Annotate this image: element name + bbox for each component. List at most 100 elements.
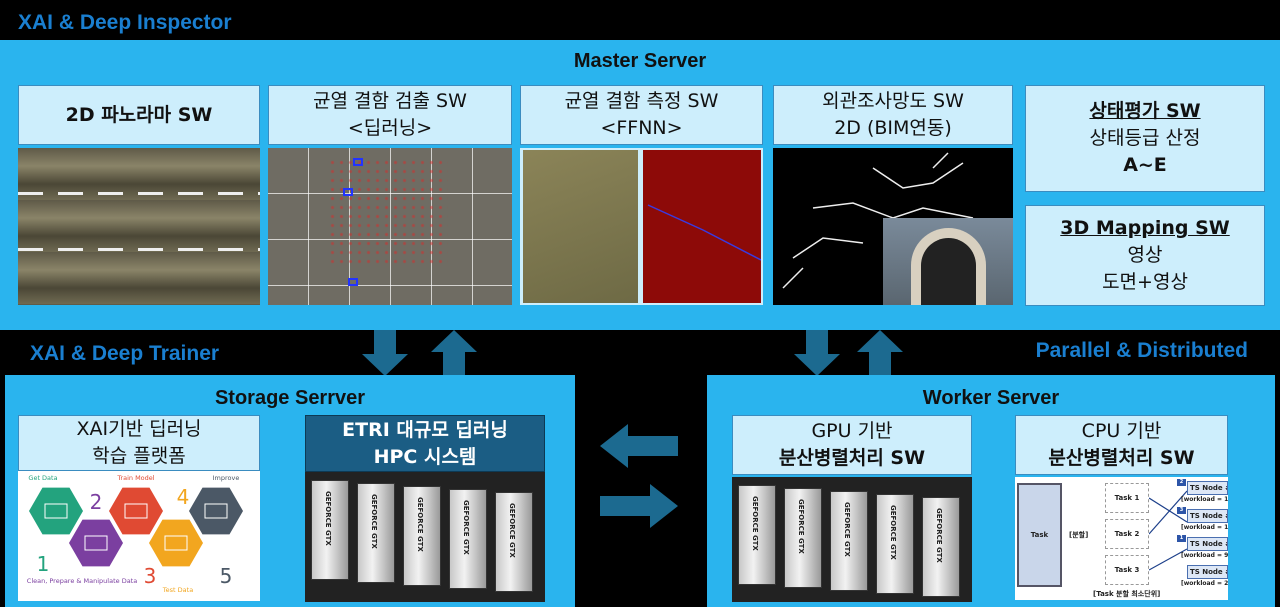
gpu-worker-image: GEFORCE GTX GEFORCE GTX GEFORCE GTX GEFORCE… bbox=[732, 477, 972, 602]
crack-measure-label: 균열 결함 측정 SW bbox=[564, 90, 719, 112]
pipeline-hexagon bbox=[109, 487, 163, 535]
trainer-section-label: XAI & Deep Trainer bbox=[30, 342, 220, 365]
xai-platform-label: XAI기반 딥러닝 bbox=[76, 418, 202, 440]
gpu-brand-label: GEFORCE GTX bbox=[508, 503, 516, 558]
3d-mapping-video: 영상 bbox=[1127, 244, 1163, 266]
storage-worker-arrows bbox=[600, 424, 678, 528]
gpu-parallel-sub: 분산병렬처리 SW bbox=[778, 447, 926, 469]
gpu-brand-label: GEFORCE GTX bbox=[935, 508, 943, 563]
parallel-section-label: Parallel & Distributed bbox=[1035, 339, 1248, 362]
inspector-section-label: XAI & Deep Inspector bbox=[18, 11, 232, 34]
storage-server-title: Storage Serrver bbox=[214, 387, 366, 409]
3d-mapping-title: 3D Mapping SW bbox=[1060, 217, 1230, 239]
pipeline-step-number: 5 bbox=[220, 564, 233, 588]
worker-master-arrows bbox=[794, 330, 903, 376]
crack-detection-image bbox=[268, 148, 512, 305]
gpu-card: GEFORCE GTX bbox=[784, 488, 822, 588]
task-split-diagram: Task [분할] Task 1 Task 2 Task 3 [Task 분할 … bbox=[1015, 477, 1228, 600]
panorama-image bbox=[18, 148, 260, 305]
condition-grade-text: 상태등급 산정 bbox=[1089, 127, 1201, 149]
crack-measure-sw-box: 균열 결함 측정 SW <FFNN> bbox=[520, 85, 763, 145]
ts-node: TS Node #1 bbox=[1187, 537, 1228, 551]
gpu-brand-label: GEFORCE GTX bbox=[416, 497, 424, 552]
subtask-2: Task 2 bbox=[1105, 519, 1149, 549]
monitor-icon bbox=[84, 535, 108, 551]
3d-mapping-drawing-video: 도면+영상 bbox=[1102, 271, 1188, 293]
crack-detection-label: 균열 결함 검출 SW bbox=[313, 90, 467, 112]
subtask-3: Task 3 bbox=[1105, 555, 1149, 585]
node-workload: [workload = 115.0] bbox=[1181, 524, 1228, 531]
pipeline-step-number: 3 bbox=[144, 564, 157, 588]
gpu-brand-label: GEFORCE GTX bbox=[889, 505, 897, 560]
pipeline-step-label: Test Data bbox=[162, 586, 193, 594]
arrow-up-icon bbox=[857, 330, 903, 376]
gpu-brand-label: GEFORCE GTX bbox=[462, 500, 470, 555]
master-server-panel: Master Server 2D 파노라마 SW 균열 결함 검출 SW <딥러닝… bbox=[0, 40, 1280, 330]
storage-master-arrows bbox=[362, 330, 477, 376]
arrow-down-icon bbox=[794, 330, 840, 376]
crack-detection-sw-box: 균열 결함 검출 SW <딥러닝> bbox=[268, 85, 512, 145]
pipeline-hexagon bbox=[29, 487, 83, 535]
gpu-card: GEFORCE GTX bbox=[495, 492, 533, 592]
node-workload: [workload = 93.1] bbox=[1181, 552, 1228, 559]
gpu-card: GEFORCE GTX bbox=[922, 497, 960, 597]
pipeline-step-number: 4 bbox=[177, 485, 190, 509]
pipeline-step-label: Improve bbox=[213, 474, 240, 482]
pipeline-step-label: Clean, Prepare & Manipulate Data bbox=[27, 577, 137, 585]
crack-map-image bbox=[773, 148, 1013, 305]
monitor-icon bbox=[44, 503, 68, 519]
worker-server-title: Worker Server bbox=[922, 387, 1060, 409]
gpu-card: GEFORCE GTX bbox=[876, 494, 914, 594]
crack-detection-sub: <딥러닝> bbox=[347, 117, 433, 139]
arrow-up-icon bbox=[431, 330, 477, 376]
gpu-brand-label: GEFORCE GTX bbox=[324, 491, 332, 546]
cpu-parallel-sub: 분산병렬처리 SW bbox=[1048, 447, 1195, 469]
gpu-card: GEFORCE GTX bbox=[403, 486, 441, 586]
arrow-right-icon bbox=[600, 484, 678, 528]
node-workload: [workload = 200.6] bbox=[1181, 580, 1228, 587]
gpu-brand-label: GEFORCE GTX bbox=[843, 502, 851, 557]
condition-eval-sw-box: 상태평가 SW 상태등급 산정 A~E bbox=[1025, 85, 1265, 192]
gpu-brand-label: GEFORCE GTX bbox=[370, 494, 378, 549]
tunnel-3d-image bbox=[883, 218, 1013, 305]
gpu-brand-label: GEFORCE GTX bbox=[797, 499, 805, 554]
pipeline-hexagon bbox=[149, 519, 203, 567]
ts-node: TS Node #1 bbox=[1187, 565, 1228, 579]
task-block: Task bbox=[1017, 483, 1062, 587]
node-order-badge: 3 bbox=[1177, 507, 1186, 514]
gpu-card: GEFORCE GTX bbox=[311, 480, 349, 580]
monitor-icon bbox=[204, 503, 228, 519]
grade-range-text: A~E bbox=[1123, 154, 1167, 176]
monitor-icon bbox=[164, 535, 188, 551]
appearance-map-sw-box: 외관조사망도 SW 2D (BIM연동) bbox=[773, 85, 1013, 145]
pipeline-step-number: 1 bbox=[37, 552, 50, 576]
pipeline-step-label: Train Model bbox=[116, 474, 154, 482]
arrow-left-icon bbox=[600, 424, 678, 468]
appearance-map-sub: 2D (BIM연동) bbox=[834, 117, 952, 139]
split-label: [분할] bbox=[1069, 531, 1089, 539]
cpu-parallel-label: CPU 기반 bbox=[1081, 420, 1162, 442]
gpu-card: GEFORCE GTX bbox=[449, 489, 487, 589]
ts-node: TS Node #1 bbox=[1187, 509, 1228, 523]
node-order-badge: 2 bbox=[1177, 479, 1186, 486]
node-workload: [workload = 100.0] bbox=[1181, 496, 1228, 503]
xai-platform-sub: 학습 플랫폼 bbox=[92, 445, 186, 467]
gpu-brand-label: GEFORCE GTX bbox=[751, 496, 759, 551]
master-server-title: Master Server bbox=[573, 50, 707, 72]
appearance-map-label: 외관조사망도 SW bbox=[822, 90, 964, 112]
condition-eval-title: 상태평가 SW bbox=[1089, 100, 1201, 122]
pipeline-hexagon bbox=[189, 487, 243, 535]
gpu-card: GEFORCE GTX bbox=[357, 483, 395, 583]
crack-measure-sub: <FFNN> bbox=[600, 117, 683, 139]
hpc-sub: HPC 시스템 bbox=[373, 445, 477, 468]
gpu-card: GEFORCE GTX bbox=[738, 485, 776, 585]
panorama-sw-box: 2D 파노라마 SW bbox=[18, 85, 260, 145]
arrow-down-icon bbox=[362, 330, 408, 376]
